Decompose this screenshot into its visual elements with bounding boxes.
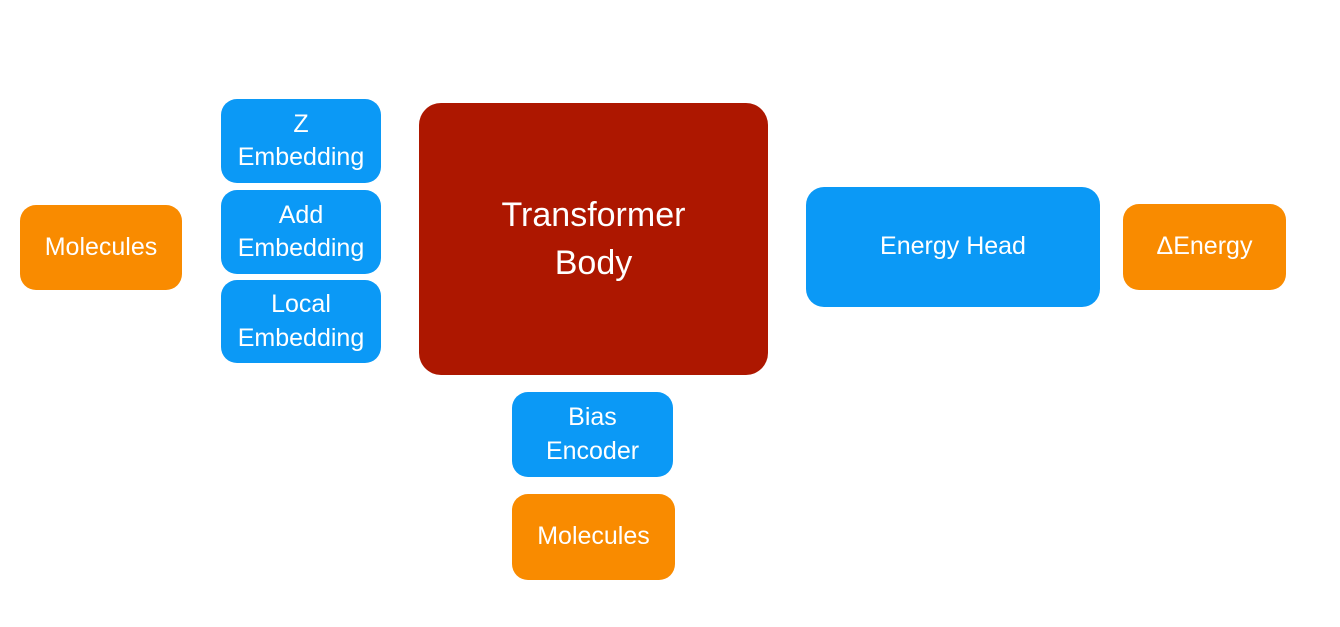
node-molecules-bias-input: Molecules [512, 494, 675, 580]
node-label: Add Embedding [237, 200, 365, 262]
node-transformer-body: Transformer Body [419, 103, 768, 375]
node-label: Bias Encoder [545, 403, 640, 465]
node-label: Molecules [44, 232, 158, 261]
node-label: Transformer Body [501, 195, 686, 282]
node-delta-energy-output: ΔEnergy [1123, 204, 1286, 290]
node-label: Molecules [537, 522, 650, 551]
node-label: Energy Head [880, 232, 1026, 261]
node-label: Z Embedding [237, 109, 365, 171]
node-z-embedding: Z Embedding [221, 99, 381, 183]
node-molecules-input: Molecules [20, 205, 182, 290]
node-bias-encoder: Bias Encoder [512, 392, 673, 477]
node-local-embedding: Local Embedding [221, 280, 381, 363]
node-energy-head: Energy Head [806, 187, 1100, 307]
node-label: ΔEnergy [1156, 232, 1253, 261]
node-label: Local Embedding [237, 290, 365, 352]
node-add-embedding: Add Embedding [221, 190, 381, 274]
